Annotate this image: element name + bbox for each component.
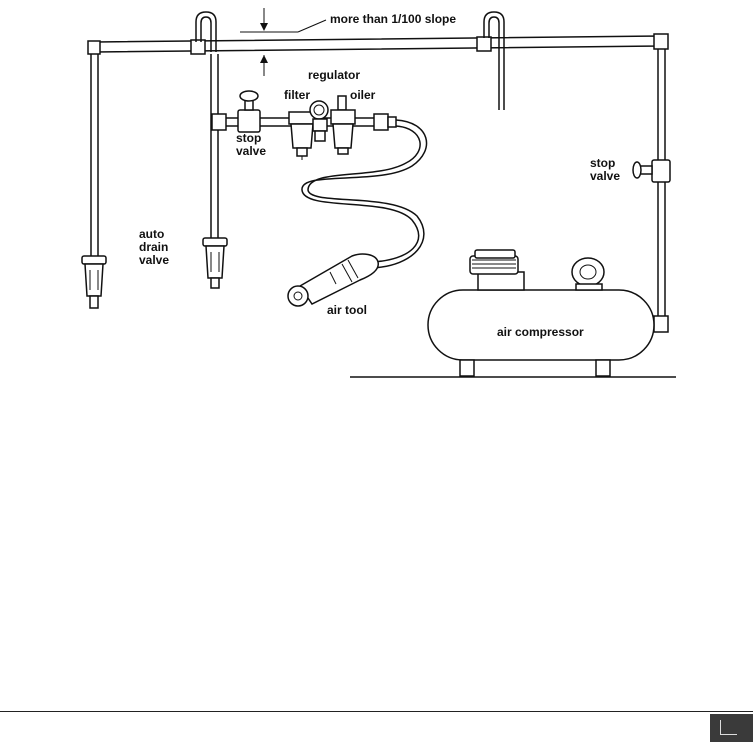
oiler-unit <box>330 95 356 155</box>
air-compressor <box>350 249 676 378</box>
page-corner-icon <box>720 720 737 735</box>
footer-rule <box>0 711 753 712</box>
center-drop-pipe <box>210 54 219 238</box>
slope-label: more than 1/100 slope <box>330 12 456 26</box>
right-drop-pipe <box>653 49 669 333</box>
auto-drain-valve-left <box>81 255 107 309</box>
compressor-cooling-fins <box>469 255 519 275</box>
air-tool <box>287 253 379 307</box>
air-hose <box>301 119 428 269</box>
auto-drain-label-line1: auto <box>139 227 164 241</box>
gooseneck-right <box>483 11 505 110</box>
stop-valve-left <box>237 90 261 133</box>
regulator-unit <box>309 100 329 142</box>
page-tab <box>710 714 753 742</box>
auto-drain-label-line3: valve <box>139 253 169 267</box>
filter-unit <box>288 111 316 160</box>
stop-valve-right-label-line1: stop <box>590 156 615 170</box>
air-tool-label: air tool <box>327 303 367 317</box>
stop-valve-left-label-line2: valve <box>236 144 266 158</box>
oiler-label: oiler <box>350 88 376 102</box>
filter-label: filter <box>284 88 310 102</box>
stop-valve-right <box>632 159 671 183</box>
left-drop-pipe <box>90 54 99 256</box>
regulator-label: regulator <box>308 68 360 82</box>
quick-coupler <box>373 113 397 131</box>
auto-drain-label-line2: drain <box>139 240 168 254</box>
main-header-pipe <box>87 33 669 55</box>
gooseneck-left <box>195 11 217 52</box>
stop-valve-right-label-line2: valve <box>590 169 620 183</box>
compressor-motor <box>571 257 605 291</box>
auto-drain-valve-center <box>202 237 228 289</box>
air-compressor-label: air compressor <box>497 325 584 339</box>
stop-valve-left-label-line1: stop <box>236 131 261 145</box>
slope-indicator <box>240 8 327 76</box>
